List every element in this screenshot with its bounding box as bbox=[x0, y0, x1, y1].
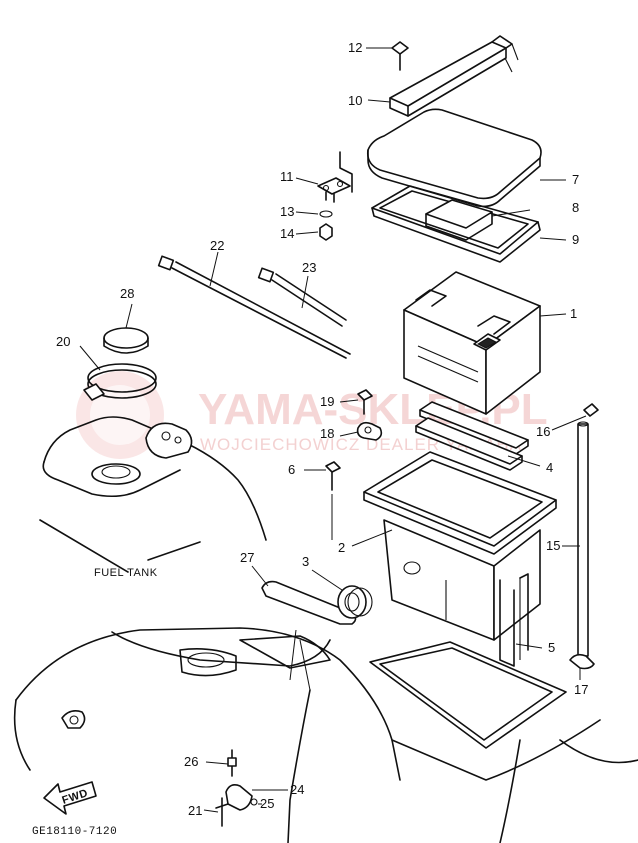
callout-21: 21 bbox=[188, 803, 202, 818]
part-20-hose-band bbox=[83, 363, 157, 401]
part-10-battery-band bbox=[389, 35, 519, 117]
fwd-arrow-icon: FWD bbox=[43, 781, 97, 815]
callout-25: 25 bbox=[260, 796, 274, 811]
callout-7: 7 bbox=[572, 172, 579, 187]
part-22-cable-tie-long bbox=[157, 255, 351, 359]
callouts: 12 10 11 13 14 7 8 9 22 23 1 28 20 19 18… bbox=[56, 40, 588, 818]
part-28-cap bbox=[103, 327, 149, 354]
callout-14: 14 bbox=[280, 226, 294, 241]
callout-13: 13 bbox=[280, 204, 294, 219]
callout-10: 10 bbox=[348, 93, 362, 108]
part-26-bolt bbox=[227, 749, 237, 777]
part-5-stay bbox=[499, 573, 529, 667]
part-4-battery-pads bbox=[415, 401, 529, 471]
leader-lines bbox=[79, 47, 587, 813]
fuel-tank-label: FUEL TANK bbox=[94, 567, 158, 579]
fuel-tank bbox=[39, 416, 267, 573]
callout-22: 22 bbox=[210, 238, 224, 253]
part-19-screw bbox=[357, 389, 373, 415]
callout-28: 28 bbox=[120, 286, 134, 301]
part-9-seal-frame bbox=[371, 185, 541, 263]
part-14-nut bbox=[319, 223, 333, 241]
callout-26: 26 bbox=[184, 754, 198, 769]
callout-4: 4 bbox=[546, 460, 553, 475]
callout-24: 24 bbox=[290, 782, 304, 797]
callout-11: 11 bbox=[280, 169, 294, 184]
part-23-cable-tie-short bbox=[257, 267, 347, 327]
callout-12: 12 bbox=[348, 40, 362, 55]
hull-deck bbox=[13, 627, 638, 843]
callout-16: 16 bbox=[536, 424, 550, 439]
part-11-bracket bbox=[317, 151, 353, 203]
part-8-damper-pad bbox=[425, 199, 493, 241]
part-25-screw bbox=[250, 798, 258, 806]
part-24-holder bbox=[225, 784, 253, 811]
part-17-hose-clamp bbox=[569, 653, 595, 670]
callout-8: 8 bbox=[572, 200, 579, 215]
callout-19: 19 bbox=[320, 394, 334, 409]
callout-2: 2 bbox=[338, 540, 345, 555]
callout-27: 27 bbox=[240, 550, 254, 565]
callout-20: 20 bbox=[56, 334, 70, 349]
part-21-clip bbox=[215, 797, 229, 827]
callout-3: 3 bbox=[302, 554, 309, 569]
part-7-battery-cover bbox=[366, 108, 542, 208]
callout-23: 23 bbox=[302, 260, 316, 275]
part-16-hose-clip bbox=[583, 403, 599, 417]
part-1-battery bbox=[403, 271, 541, 415]
callout-5: 5 bbox=[548, 640, 555, 655]
part-12-wing-bolt bbox=[391, 41, 409, 71]
watermark-tagline: WOJCIECHOWICZ DEALER YAMAHA bbox=[200, 435, 522, 454]
callout-18: 18 bbox=[320, 426, 334, 441]
drawing-code: GE18110-7120 bbox=[32, 826, 117, 838]
callout-6: 6 bbox=[288, 462, 295, 477]
part-15-breather-hose bbox=[577, 421, 589, 657]
part-13-washer bbox=[319, 210, 333, 218]
part-18-clamp bbox=[356, 421, 383, 441]
callout-17: 17 bbox=[574, 682, 588, 697]
callout-15: 15 bbox=[546, 538, 560, 553]
part-6-screw bbox=[325, 461, 341, 491]
callout-1: 1 bbox=[570, 306, 577, 321]
part-2-battery-case bbox=[363, 451, 557, 660]
callout-9: 9 bbox=[572, 232, 579, 247]
part-3-grommet bbox=[337, 585, 373, 619]
